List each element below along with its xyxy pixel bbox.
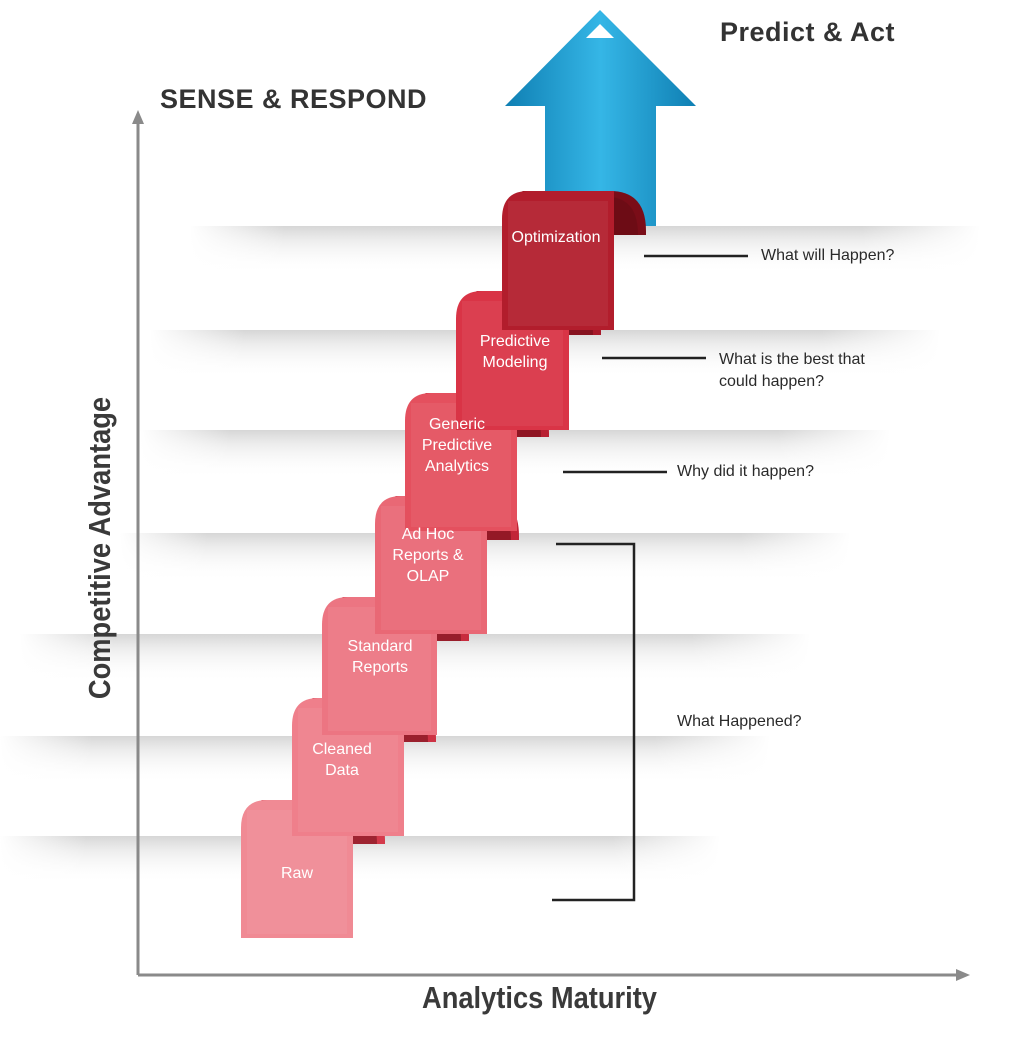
step-label-line: Modeling xyxy=(482,354,548,371)
step-label-line: Data xyxy=(325,762,359,779)
step-label-line: Standard xyxy=(347,638,413,655)
y-axis-label: Competitive Advantage xyxy=(82,396,117,700)
sense-respond-title: SENSE & RESPOND xyxy=(160,84,428,114)
step-label-line: Predictive xyxy=(479,333,551,350)
question-what-will-happen: What will Happen? xyxy=(761,247,895,264)
y-axis-arrow-icon xyxy=(132,110,144,124)
step-label-line: Raw xyxy=(280,865,314,882)
step-label-line: Reports & xyxy=(392,547,464,564)
connectors xyxy=(552,254,748,902)
step-label-line: Ad Hoc xyxy=(401,526,455,543)
step-label-line: Generic xyxy=(428,416,486,433)
axes xyxy=(132,110,970,981)
question-what-happened: What Happened? xyxy=(677,713,802,730)
stair-steps xyxy=(241,191,646,938)
step-label-line: Predictive xyxy=(421,437,493,454)
step-label-line: OLAP xyxy=(406,568,450,585)
x-axis-arrow-icon xyxy=(956,969,970,981)
step-ribbon xyxy=(502,191,646,330)
bracket xyxy=(552,542,636,902)
step-label-line: Optimization xyxy=(511,229,601,246)
question-best-line1: What is the best that xyxy=(719,351,865,368)
predict-act-title: Predict & Act xyxy=(720,17,896,47)
step-label-line: Cleaned xyxy=(312,741,372,758)
step-optimization-label: Optimization xyxy=(512,227,601,248)
x-axis-label: Analytics Maturity xyxy=(422,980,657,1015)
step-label-line: Reports xyxy=(351,659,409,676)
question-why: Why did it happen? xyxy=(677,463,814,480)
step-label-line: Analytics xyxy=(424,458,490,475)
up-arrow-icon xyxy=(505,10,696,226)
step-raw-label: Raw xyxy=(281,863,313,884)
question-best-line2: could happen? xyxy=(719,373,824,390)
